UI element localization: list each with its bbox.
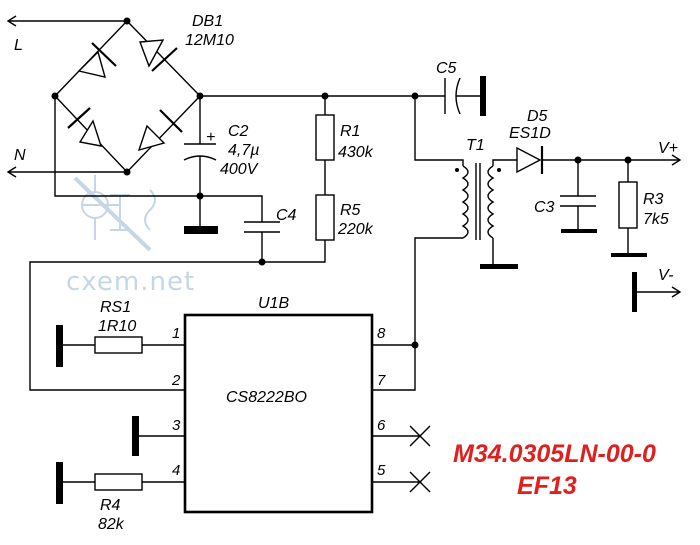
resistor-rs1 [56, 325, 185, 367]
pin3-ground [132, 416, 185, 456]
resistor-r3 [611, 156, 647, 257]
db1-ref: DB1 [192, 13, 223, 30]
r4-value: 82k [98, 516, 125, 533]
r1-ref: R1 [340, 123, 360, 140]
resistor-r5 [29, 194, 335, 391]
pin6-nc [372, 425, 431, 447]
capacitor-c2 [183, 96, 218, 234]
pin-2: 2 [171, 372, 181, 389]
r5-value: 220k [337, 221, 374, 238]
r3-ref: R3 [643, 191, 664, 208]
r1-value: 430k [338, 144, 374, 161]
label-vminus: V- [658, 267, 673, 284]
diode-d5 [516, 146, 682, 174]
ground-icon [561, 229, 597, 233]
c3-ref: C3 [534, 199, 555, 216]
r5-ref: R5 [340, 202, 361, 219]
pin5-nc [372, 471, 431, 493]
c2-value: 4,7µ [228, 142, 259, 159]
pin-8: 8 [377, 325, 386, 342]
pin-5: 5 [377, 462, 386, 479]
pin-4: 4 [172, 462, 180, 479]
vplus-arrow-icon [671, 154, 682, 166]
bridge-rectifier-db1 [51, 17, 204, 176]
rs1-value: 1R10 [98, 318, 136, 335]
model-core: EF13 [517, 472, 577, 500]
watermark-text: cxem.net [66, 267, 195, 297]
pin-7: 7 [377, 372, 386, 389]
ground-icon [184, 226, 218, 234]
capacitor-c4 [200, 195, 280, 266]
rs1-ref: RS1 [100, 299, 131, 316]
resistor-r1 [315, 96, 335, 195]
model-number: M34.0305LN-00-0 [453, 440, 656, 468]
r3-value: 7k5 [643, 211, 669, 228]
capacitor-c5 [415, 76, 486, 116]
capacitor-c3 [560, 156, 597, 233]
pin-6: 6 [377, 417, 386, 434]
db1-value: 12M10 [185, 32, 234, 49]
t1-ref: T1 [466, 137, 485, 154]
watermark-logo: cxem.net [66, 175, 195, 297]
c2-ref: C2 [228, 123, 249, 140]
label-l: L [14, 37, 23, 54]
u1b-ref: U1B [258, 295, 289, 312]
transformer-t1 [414, 96, 518, 345]
c2-voltage: 400V [220, 161, 259, 178]
n-arrow-icon [6, 166, 17, 178]
ground-icon [480, 264, 518, 269]
label-vplus: V+ [658, 140, 678, 157]
pin-1: 1 [172, 325, 180, 342]
chip-u1b [183, 313, 374, 514]
c4-ref: C4 [276, 207, 297, 224]
l-arrow-icon [6, 15, 17, 27]
ground-icon [56, 462, 63, 504]
d5-ref: D5 [527, 108, 548, 125]
ground-icon [132, 416, 139, 456]
resistor-r4 [56, 462, 185, 504]
pin-3: 3 [172, 417, 181, 434]
c5-ref: C5 [436, 60, 457, 77]
vminus-arrow-icon [671, 286, 682, 298]
ground-icon [56, 325, 63, 367]
r4-ref: R4 [100, 497, 121, 514]
ground-icon [611, 253, 647, 257]
label-n: N [14, 147, 26, 164]
u1b-part: CS8222BO [226, 389, 307, 406]
c2-plus: + [206, 129, 215, 146]
d5-value: ES1D [509, 125, 551, 142]
vminus-terminal [632, 272, 682, 312]
